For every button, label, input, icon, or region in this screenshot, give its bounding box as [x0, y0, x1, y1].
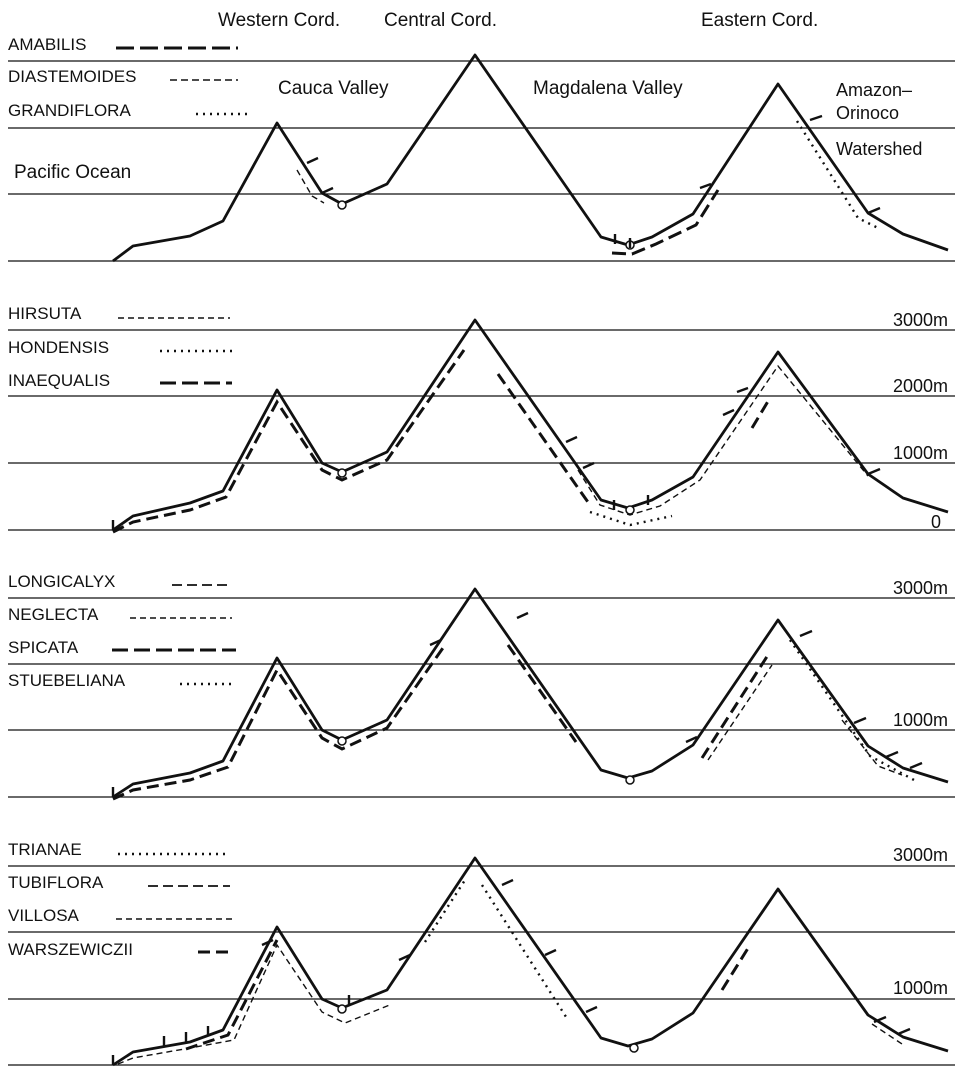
species-label: LONGICALYX — [8, 572, 115, 591]
limit-ticks — [111, 386, 881, 530]
magdalena-valley-label: Magdalena Valley — [533, 78, 683, 99]
river-marker — [625, 775, 635, 785]
species-range-line — [611, 189, 720, 256]
orinoco-label: Orinoco — [836, 103, 899, 123]
species-label: HONDENSIS — [8, 338, 109, 357]
species-range-line — [700, 654, 770, 759]
species-range-line — [707, 664, 773, 761]
eastern-cordillera-label: Eastern Cord. — [701, 10, 818, 31]
species-range-line — [112, 349, 466, 534]
central-cordillera-label: Central Cord. — [384, 10, 497, 31]
river-marker — [629, 1043, 639, 1053]
species-range-line — [296, 169, 325, 204]
amazon-label: Amazon– — [836, 80, 912, 100]
elevation-label: 3000m — [893, 578, 948, 598]
species-range-line — [496, 373, 592, 506]
species-range-line — [577, 364, 869, 516]
limit-ticks — [111, 611, 923, 797]
species-label: TUBIFLORA — [8, 873, 104, 892]
elevation-label: 1000m — [893, 443, 948, 463]
species-range-line — [871, 1023, 903, 1045]
terrain-profile — [112, 53, 949, 263]
species-range-line — [720, 944, 752, 991]
elevation-label: 1000m — [893, 710, 948, 730]
river-marker — [337, 736, 347, 746]
species-label: GRANDIFLORA — [8, 101, 131, 120]
species-range-line — [841, 719, 903, 776]
species-range-line — [423, 879, 467, 943]
species-range-line — [112, 644, 447, 801]
species-label: AMABILIS — [8, 35, 86, 54]
panel-4: TRIANAE TUBIFLORA VILLOSA WARSZEWICZII 3… — [8, 840, 955, 1067]
species-label: WARSZEWICZII — [8, 940, 133, 959]
river-marker — [337, 468, 347, 478]
elevation-label: 3000m — [893, 310, 948, 330]
species-label: HIRSUTA — [8, 304, 82, 323]
species-range-line — [480, 884, 570, 1021]
elevation-label: 1000m — [893, 978, 948, 998]
species-range-line — [750, 397, 772, 429]
species-label: TRIANAE — [8, 840, 82, 859]
species-label: NEGLECTA — [8, 605, 99, 624]
western-cordillera-label: Western Cord. — [218, 10, 340, 31]
elevation-label: 2000m — [893, 376, 948, 396]
species-label: SPICATA — [8, 638, 79, 657]
watershed-label: Watershed — [836, 139, 922, 159]
species-label: STUEBELIANA — [8, 671, 126, 690]
terrain-profile — [112, 587, 949, 799]
species-range-line — [506, 644, 578, 743]
species-range-line — [117, 943, 393, 1065]
elevation-label: 3000m — [893, 845, 948, 865]
species-range-line — [589, 510, 673, 527]
species-label: INAEQUALIS — [8, 371, 110, 390]
species-label: VILLOSA — [8, 906, 80, 925]
panel-2: HIRSUTA HONDENSIS INAEQUALIS 3000m 2000m… — [8, 304, 955, 534]
limit-ticks — [306, 114, 881, 248]
terrain-profile — [112, 856, 949, 1067]
panel-1: AMABILIS DIASTEMOIDES GRANDIFLORA — [8, 35, 955, 263]
limit-ticks — [111, 878, 911, 1065]
river-marker — [337, 1004, 347, 1014]
panel-3: LONGICALYX NEGLECTA SPICATA STUEBELIANA … — [8, 572, 955, 801]
elevation-label: 0 — [931, 512, 941, 532]
species-range-line — [185, 939, 279, 1051]
cauca-valley-label: Cauca Valley — [278, 78, 389, 99]
river-marker — [337, 200, 347, 210]
river-marker — [625, 505, 635, 515]
pacific-ocean-label: Pacific Ocean — [14, 162, 131, 183]
terrain-profile — [112, 318, 949, 532]
species-label: DIASTEMOIDES — [8, 67, 136, 86]
